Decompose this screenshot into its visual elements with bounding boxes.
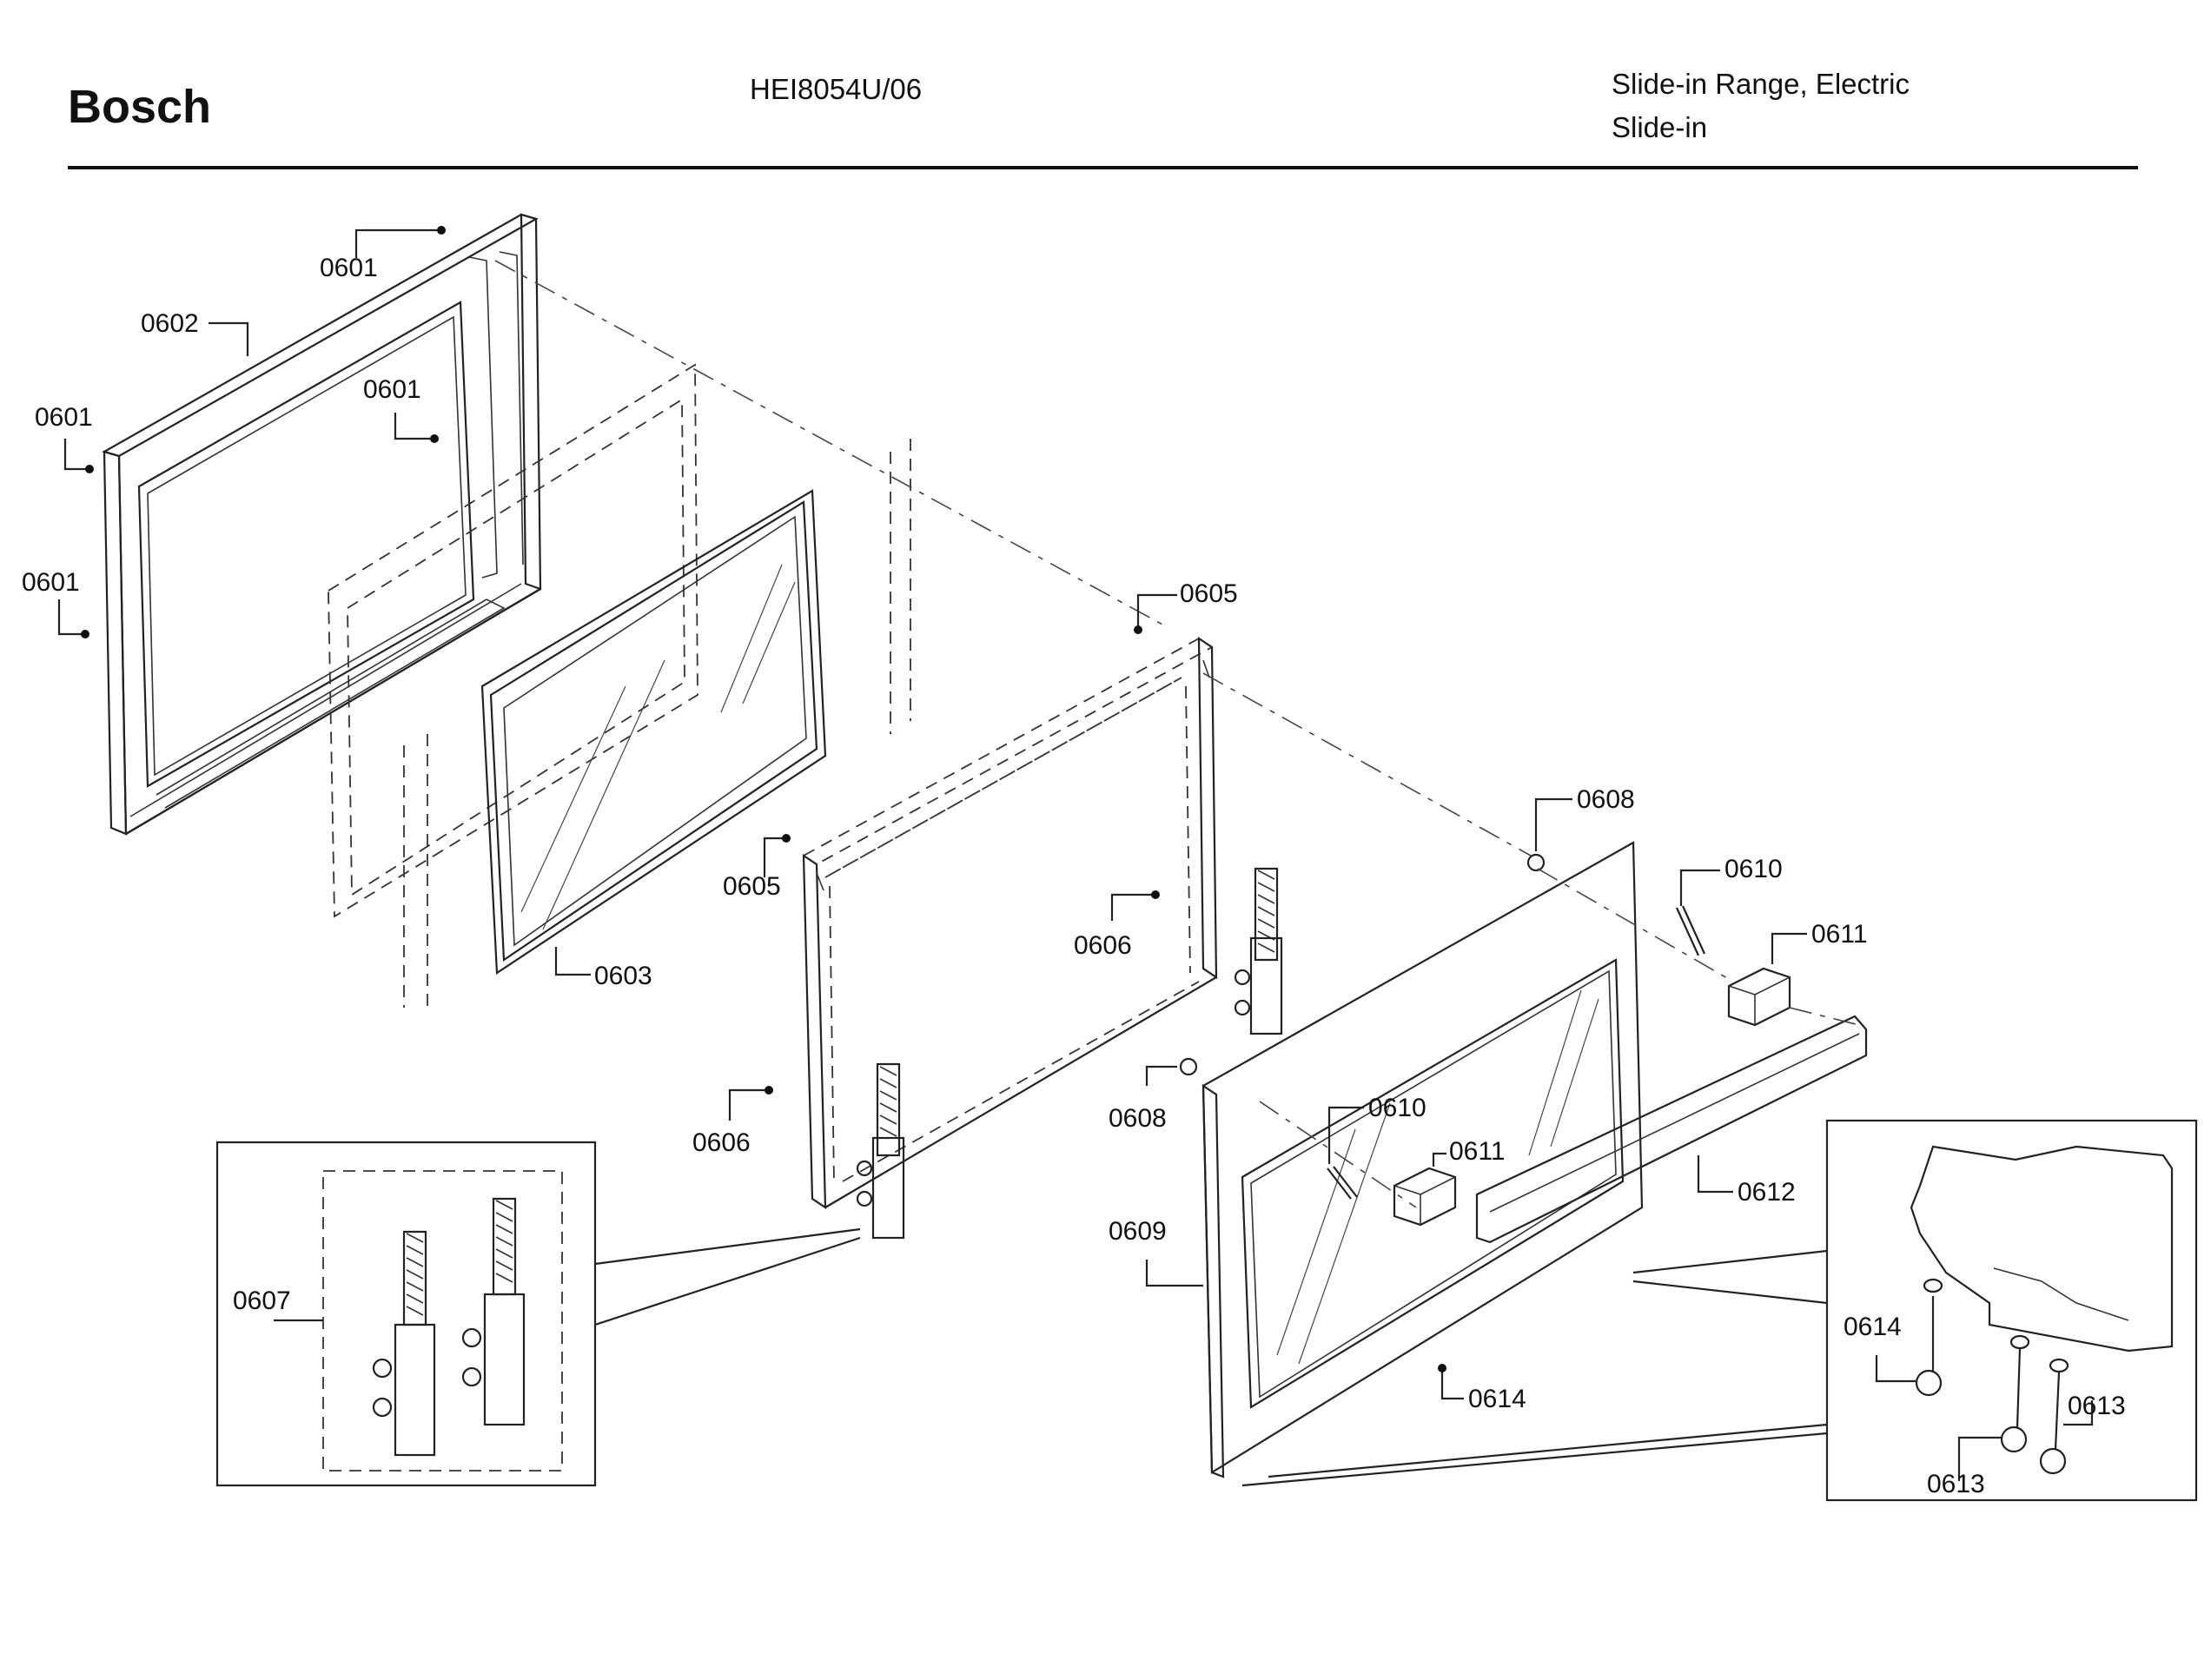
callout-0611-lower: 0611 — [1449, 1137, 1506, 1166]
callout-0614-door: 0614 — [1468, 1385, 1526, 1413]
callout-0601-left-lower: 0601 — [22, 568, 80, 597]
callout-0601-left-upper: 0601 — [35, 403, 93, 432]
door-bumper-lower — [1179, 1057, 1198, 1076]
callout-0613-right: 0613 — [2068, 1392, 2126, 1420]
callout-0601-top: 0601 — [320, 254, 378, 282]
callout-0608-lower: 0608 — [1109, 1104, 1167, 1133]
handle-stud-upper — [1675, 905, 1706, 956]
callout-0605-left: 0605 — [723, 872, 781, 901]
callout-0610-lower: 0610 — [1368, 1094, 1427, 1122]
callout-0606-right: 0606 — [1074, 931, 1132, 960]
product-description-line1: Slide-in Range, Electric — [1612, 68, 1910, 100]
assembly-axis-lines — [494, 260, 1860, 1208]
callout-0611-upper: 0611 — [1811, 920, 1868, 949]
outer-door-panel-part — [1201, 841, 1644, 1478]
callout-0607: 0607 — [233, 1286, 291, 1315]
hinge-detail-inset — [215, 1141, 861, 1487]
callout-0608-upper: 0608 — [1577, 785, 1635, 814]
callout-0602: 0602 — [141, 309, 199, 338]
inner-glass-pane-part — [480, 489, 827, 975]
door-hinge-left — [856, 1062, 905, 1240]
leader-lines — [57, 226, 2094, 1481]
callout-0614-inset: 0614 — [1844, 1313, 1902, 1341]
door-liner-frame-part — [802, 636, 1218, 1210]
screw-detail-inset — [1241, 1119, 2198, 1502]
handle-mount-lower — [1393, 1167, 1457, 1227]
callout-0606-left: 0606 — [692, 1128, 751, 1157]
door-hinge-right — [1234, 867, 1283, 1035]
model-number: HEI8054U/06 — [750, 73, 923, 105]
door-handle-part — [1475, 1015, 1868, 1244]
product-description-line2: Slide-in — [1612, 111, 1708, 143]
callout-0613-lower: 0613 — [1927, 1470, 1985, 1498]
door-outer-frame-part — [102, 213, 542, 836]
door-bumper-upper — [1526, 853, 1546, 872]
callout-0610-upper: 0610 — [1724, 855, 1783, 883]
callout-0603: 0603 — [594, 962, 652, 990]
handle-mount-upper — [1727, 967, 1791, 1027]
door-insulation-frame — [328, 363, 911, 1012]
callout-0609: 0609 — [1109, 1217, 1167, 1246]
header-divider — [68, 166, 2138, 169]
callout-labels: 0601 0602 0601 0601 0601 0603 0605 0605 … — [22, 254, 2126, 1498]
callout-0605-top: 0605 — [1180, 579, 1238, 608]
callout-0612: 0612 — [1738, 1178, 1796, 1207]
brand-logo-text: Bosch — [68, 81, 212, 133]
handle-stud-lower — [1327, 1166, 1358, 1200]
callout-0601-inner: 0601 — [363, 375, 421, 404]
